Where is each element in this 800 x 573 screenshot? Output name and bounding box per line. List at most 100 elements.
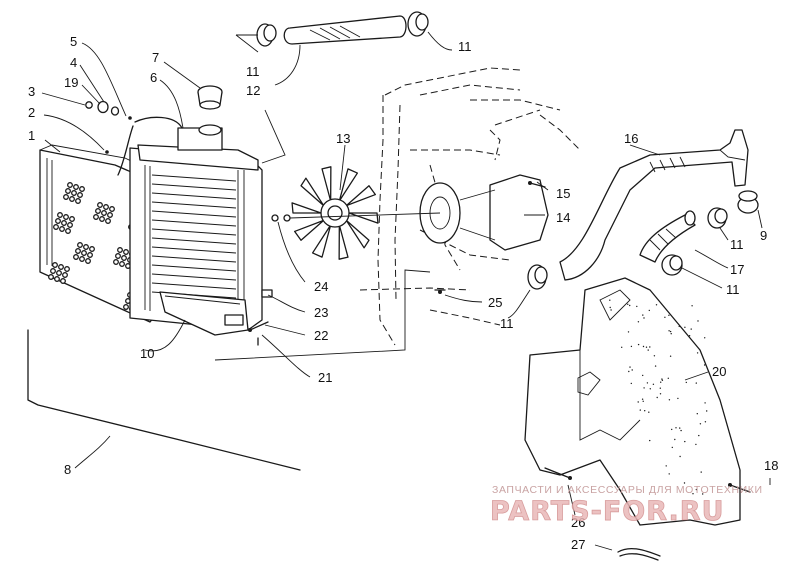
bolt-18 — [728, 483, 751, 493]
screen-hole — [65, 188, 71, 194]
screen-hole — [73, 254, 79, 260]
callout-2: 2 — [28, 105, 35, 120]
speckle — [691, 305, 693, 307]
speckle — [629, 366, 631, 368]
speckle — [690, 328, 692, 330]
speckle — [675, 427, 677, 429]
speckle — [642, 314, 644, 316]
lower-shroud — [27, 329, 301, 471]
speckle — [674, 438, 676, 441]
speckle — [704, 402, 706, 404]
screen-hole — [77, 242, 83, 248]
speckle — [648, 411, 650, 413]
fan-blade — [321, 166, 332, 202]
hose-clamp — [661, 254, 683, 276]
speckle — [661, 378, 663, 380]
fan-blade — [300, 177, 325, 207]
speckle — [664, 316, 666, 318]
screen-hole — [63, 214, 69, 220]
speckle — [702, 493, 704, 495]
screen-hole — [105, 218, 111, 224]
speckle — [704, 421, 707, 423]
screen-hole — [93, 214, 99, 220]
speckle — [627, 303, 629, 305]
screen-hole — [64, 266, 70, 272]
speckle — [630, 345, 633, 348]
cable-tie-27 — [617, 547, 661, 561]
speckle — [698, 434, 700, 437]
speckle — [654, 365, 657, 367]
callout-17: 17 — [730, 262, 744, 277]
leader-lines — [41, 31, 771, 551]
speckle — [696, 352, 699, 354]
callout-3: 3 — [28, 84, 35, 99]
speckle — [669, 355, 672, 357]
bypass-hose-17 — [639, 214, 696, 263]
speckle — [627, 331, 630, 333]
screen-hole — [59, 226, 65, 232]
speckle — [647, 349, 649, 351]
speckle — [641, 398, 644, 400]
speckle — [695, 382, 697, 384]
screen-hole — [117, 247, 123, 253]
speckle — [636, 305, 638, 308]
watermark: ЗАПЧАСТИ И АКСЕССУАРЫ ДЛЯ МОТОТЕХНИКИ PA… — [490, 484, 763, 527]
watermark-tagline: ЗАПЧАСТИ И АКСЕССУАРЫ ДЛЯ МОТОТЕХНИКИ — [492, 484, 763, 496]
screen-hole — [75, 248, 81, 254]
speckle — [688, 335, 691, 337]
speckle — [643, 387, 645, 389]
speckle — [630, 382, 632, 385]
speckle — [692, 493, 694, 495]
screen-hole — [85, 258, 91, 264]
speckle — [621, 346, 623, 348]
hose-clamp — [707, 207, 728, 229]
callout-16: 16 — [624, 131, 638, 146]
speckle — [656, 396, 658, 399]
speckle — [648, 309, 650, 312]
upper-hose — [283, 15, 407, 45]
radiator-cap — [197, 85, 223, 110]
speckle — [609, 306, 611, 309]
screen-hole — [113, 259, 119, 265]
screen-hole — [69, 216, 75, 222]
speckle — [703, 364, 706, 366]
speckle — [642, 374, 644, 377]
callout-22: 22 — [314, 328, 328, 343]
screen-hole — [109, 206, 115, 212]
speckle — [628, 370, 630, 373]
speckle — [631, 369, 633, 371]
speckle — [679, 455, 681, 458]
speckle — [653, 355, 656, 357]
screen-hole — [73, 184, 79, 190]
screen-hole — [52, 262, 58, 268]
speckle — [637, 343, 640, 346]
screen-hole — [121, 255, 127, 261]
screen-hole — [77, 192, 83, 198]
hose-clamp — [407, 11, 429, 37]
speckle — [610, 309, 612, 311]
callout-11-lower-right: 11 — [726, 282, 740, 297]
speckle — [668, 399, 671, 401]
screen-hole — [97, 202, 103, 208]
speckle — [665, 465, 667, 467]
speckle — [685, 381, 687, 384]
radiator-fin — [151, 273, 237, 281]
callout-18: 18 — [764, 458, 778, 473]
screen-hole — [83, 244, 89, 250]
speckle — [637, 321, 640, 323]
speckle — [649, 346, 651, 348]
speckle — [671, 428, 673, 431]
speckle — [668, 473, 670, 475]
speckle — [706, 410, 708, 412]
callout-1: 1 — [28, 128, 35, 143]
screen-hole — [79, 186, 85, 192]
speckle — [680, 429, 682, 432]
callout-8: 8 — [64, 462, 71, 477]
callout-14: 14 — [556, 210, 570, 225]
callout-13: 13 — [336, 131, 350, 146]
screen-hole — [119, 261, 125, 267]
screen-hole — [50, 268, 56, 274]
radiator-hose-16 — [559, 129, 749, 281]
screen-hole — [99, 216, 105, 222]
speckle — [652, 383, 655, 385]
